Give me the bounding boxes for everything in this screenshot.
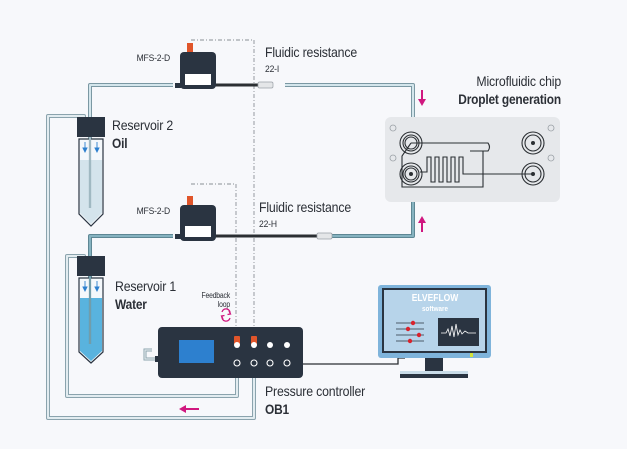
- chip-subtitle: Droplet generation: [458, 91, 561, 107]
- sensor-label-top: MFS-2-D: [136, 53, 171, 64]
- reservoir-name-oil: Reservoir 2: [112, 117, 174, 133]
- feedback-label-line2: loop: [217, 300, 230, 309]
- waveform-icon: [441, 323, 476, 338]
- arrow-icon: [82, 142, 100, 154]
- resistance-model-top: 22-I: [265, 64, 280, 75]
- computer-monitor: [378, 285, 491, 378]
- flow-sensor-bottom: [175, 196, 216, 241]
- feedback-label-line1: Feedback: [201, 291, 230, 300]
- resistance-tubing: [215, 81, 333, 240]
- feedback-line-top: [191, 39, 255, 345]
- software-brand: ELVEFLOW: [411, 293, 459, 304]
- reservoir-fluid-oil: Oil: [112, 135, 128, 151]
- resistance-title-bottom: Fluidic resistance: [259, 199, 352, 215]
- sensor-label-bottom: MFS-2-D: [136, 206, 171, 217]
- feedback-dashed-lines: [191, 39, 255, 345]
- reservoir-water: [77, 256, 105, 364]
- resistance-connector-bottom: [316, 232, 333, 240]
- sliders-icon: [396, 320, 424, 344]
- resistance-title-top: Fluidic resistance: [265, 44, 358, 60]
- feedback-line-bottom: [191, 183, 237, 345]
- controller-model: OB1: [265, 401, 289, 417]
- pressure-controller-device: [143, 327, 303, 378]
- software-label: software: [422, 306, 448, 313]
- resistance-model-bottom: 22-H: [259, 219, 277, 230]
- flow-sensor-top: [175, 43, 216, 89]
- reservoir-oil: [77, 117, 105, 227]
- controller-title: Pressure controller: [265, 383, 366, 399]
- resistance-connector-top: [257, 81, 274, 89]
- chip-title: Microfluidic chip: [476, 73, 561, 89]
- usb-cable: [303, 357, 405, 365]
- refresh-cycle-icon: [220, 308, 232, 322]
- reservoir-fluid-water: Water: [115, 296, 147, 312]
- reservoir-name-water: Reservoir 1: [115, 278, 177, 294]
- microfluidic-chip: [385, 117, 560, 202]
- arrow-icon: [179, 90, 426, 413]
- arrow-icon: [82, 281, 100, 293]
